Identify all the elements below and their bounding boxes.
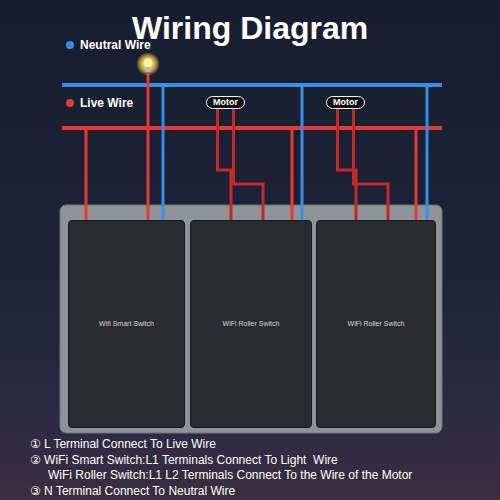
- motor-wire: [354, 109, 389, 220]
- motor-wire: [234, 109, 264, 220]
- legend-item: Live Wire: [66, 96, 133, 110]
- switch-module: WiFi Roller Switch: [316, 220, 436, 428]
- supply-drops: [86, 74, 427, 222]
- neutral-wire: [62, 83, 442, 87]
- switch-module: WiFi Roller Switch: [190, 220, 312, 428]
- module-name: WiFi Roller Switch: [348, 320, 405, 328]
- module-name: WiFi Roller Switch: [223, 320, 280, 328]
- light-bulb: [136, 52, 160, 76]
- motor-wire: [218, 109, 232, 220]
- motor-label: Motor: [206, 96, 245, 109]
- motor-text: Motor: [213, 98, 238, 107]
- motor-text: Motor: [333, 98, 358, 107]
- note-line: WiFi Roller Switch:L1 L2 Terminals Conne…: [48, 468, 412, 482]
- switch-module: Wifi Smart Switch: [68, 220, 185, 428]
- legend-text: Live Wire: [80, 96, 133, 110]
- note-line: ① L Terminal Connect To Live Wire: [30, 437, 216, 451]
- legend-item: Neutral Wire: [66, 38, 151, 52]
- legend-text: Neutral Wire: [80, 38, 151, 52]
- module-name: Wifi Smart Switch: [99, 320, 154, 328]
- motor-label: Motor: [326, 96, 365, 109]
- diagram-title: Wiring Diagram: [132, 10, 368, 47]
- legend-swatch: [66, 99, 74, 107]
- switch-faceplate: [60, 205, 442, 433]
- note-line: ② WiFi Smart Switch:L1 Terminals Connect…: [30, 453, 338, 467]
- live-wire: [62, 126, 442, 130]
- legend-swatch: [66, 41, 74, 49]
- note-line: ③ N Terminal Connect To Neutral Wire: [30, 484, 235, 498]
